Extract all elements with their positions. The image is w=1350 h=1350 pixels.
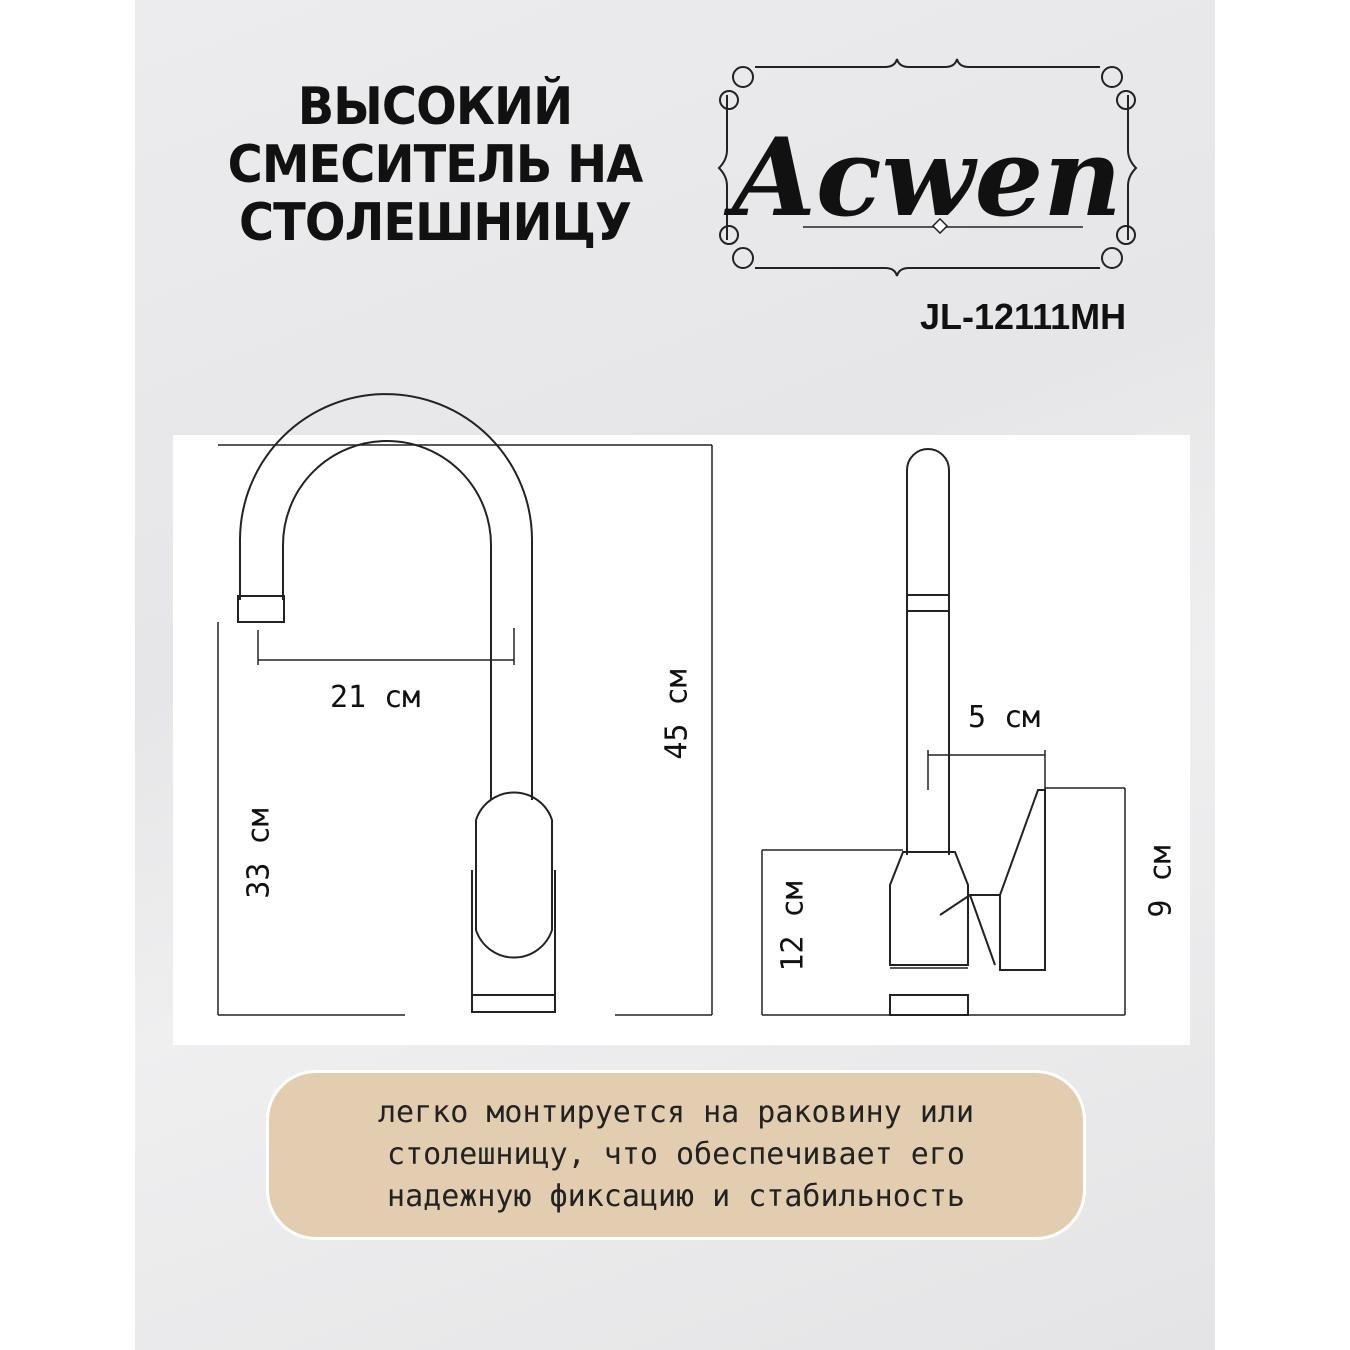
front-handle	[475, 791, 553, 959]
note-line-2: столешницу, что обеспечивает его	[387, 1137, 965, 1172]
side-handle	[939, 789, 1046, 971]
front-spout	[239, 393, 533, 800]
feature-note: легко монтируется на раковину или столеш…	[266, 1070, 1086, 1240]
front-body	[471, 870, 556, 1013]
dim-handle-offset: 5 см	[968, 700, 1041, 735]
dim-total-height: 45 см	[659, 669, 695, 760]
side-dimension-lines	[761, 750, 1126, 1016]
note-line-1: легко монтируется на раковину или	[377, 1095, 975, 1130]
technical-drawing-panel	[173, 435, 1190, 1045]
acwen-logo: Acwen	[717, 58, 1138, 277]
dim-spout-reach: 21 см	[330, 680, 421, 715]
note-line-3: надежную фиксацию и стабильность	[387, 1179, 965, 1214]
title-line-1: Высокий	[297, 77, 573, 137]
front-dimension-lines	[217, 444, 713, 1016]
side-body	[889, 851, 969, 1016]
dim-body-height: 12 см	[775, 881, 811, 972]
product-title: Высокий смеситель на столешницу	[214, 78, 656, 252]
model-number: JL-12111MH	[920, 296, 1127, 337]
title-line-2: смеситель на	[227, 135, 644, 195]
front-aerator	[237, 595, 285, 623]
dim-handle-height: 9 см	[1143, 845, 1179, 918]
side-aerator	[906, 594, 950, 612]
logo-text: Acwen	[723, 115, 1122, 241]
title-line-3: столешницу	[238, 193, 632, 253]
side-spout	[906, 448, 950, 855]
dim-spout-height: 33 см	[241, 808, 277, 899]
